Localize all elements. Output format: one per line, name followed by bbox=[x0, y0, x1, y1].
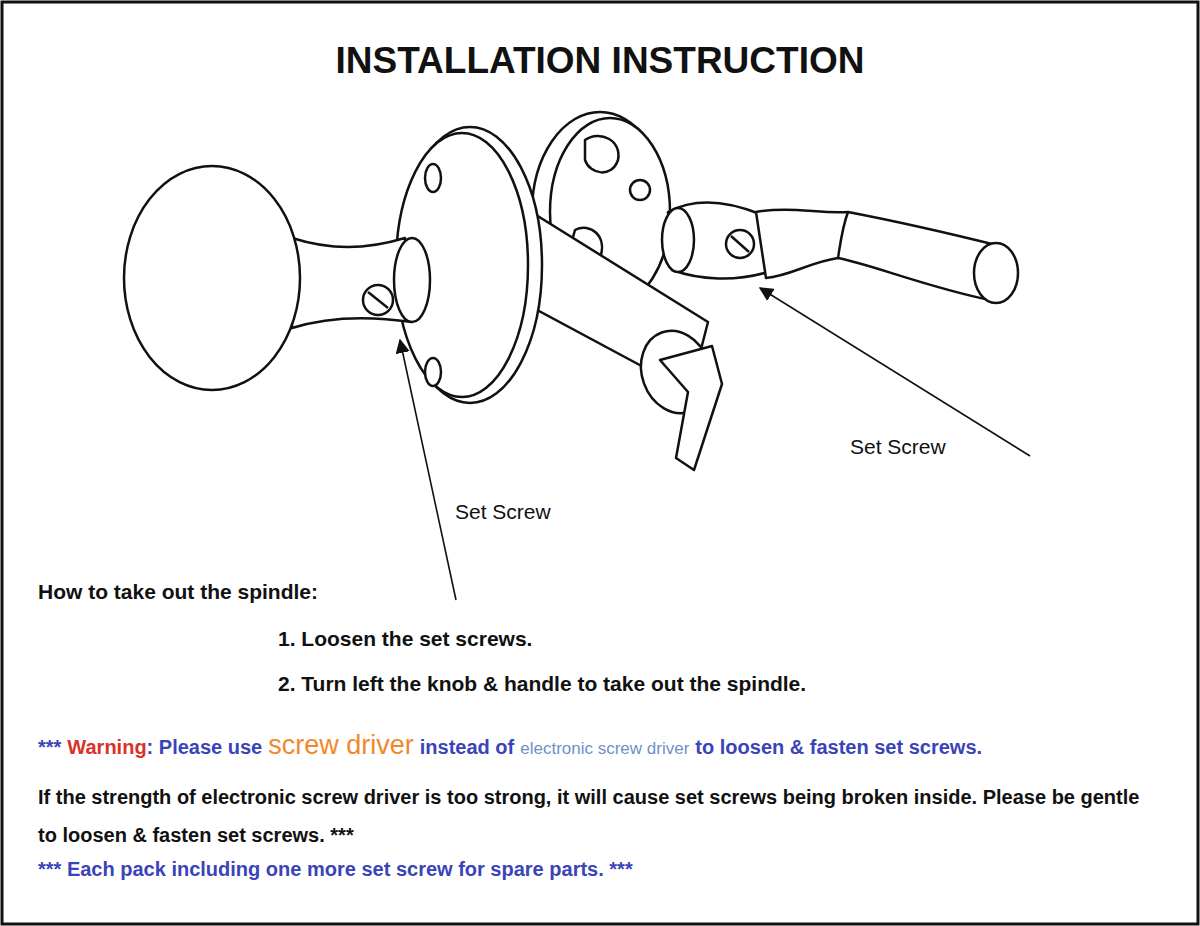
rosette-hole bbox=[425, 164, 441, 192]
lever-collar bbox=[662, 208, 694, 272]
title: INSTALLATION INSTRUCTION bbox=[0, 40, 1200, 82]
step-text: 1. Loosen the set screws. bbox=[278, 627, 532, 651]
set-screw bbox=[726, 230, 754, 258]
warning-text: *** bbox=[38, 736, 61, 759]
section-heading: How to take out the spindle: bbox=[38, 580, 318, 604]
knob bbox=[124, 166, 300, 390]
knob-collar bbox=[394, 238, 430, 322]
screw-slot bbox=[368, 292, 388, 308]
warning-line: *** Warning: Please usescrew driver instea… bbox=[38, 730, 982, 761]
spindle-tab bbox=[660, 346, 722, 470]
set-screw bbox=[363, 285, 393, 315]
rosette-hole bbox=[425, 358, 441, 386]
part-label: Set Screw bbox=[850, 435, 946, 459]
door-lock-drawing bbox=[124, 112, 1018, 470]
rosette-cutout bbox=[585, 136, 618, 172]
screw-slot bbox=[731, 236, 749, 252]
warning-text: screw driver bbox=[268, 730, 414, 761]
rosette-hole bbox=[630, 180, 650, 200]
warning-text: to loosen & fasten set screws. bbox=[695, 736, 982, 759]
spare-parts-note: *** Each pack including one more set scr… bbox=[38, 858, 633, 881]
leader-line bbox=[760, 288, 1030, 456]
warning-text: electronic screw driver bbox=[520, 739, 689, 759]
step-text: 2. Turn left the knob & handle to take o… bbox=[278, 672, 806, 696]
warning-text: instead of bbox=[420, 736, 514, 759]
lever-handle bbox=[756, 210, 1000, 300]
warning-body: If the strength of electronic screw driv… bbox=[38, 778, 1148, 854]
warning-text: Warning bbox=[67, 736, 146, 759]
leader-line bbox=[400, 340, 456, 600]
part-label: Set Screw bbox=[455, 500, 551, 524]
lever-end bbox=[974, 243, 1018, 303]
warning-text: : Please use bbox=[147, 736, 263, 759]
lever-grip-line bbox=[838, 212, 848, 258]
